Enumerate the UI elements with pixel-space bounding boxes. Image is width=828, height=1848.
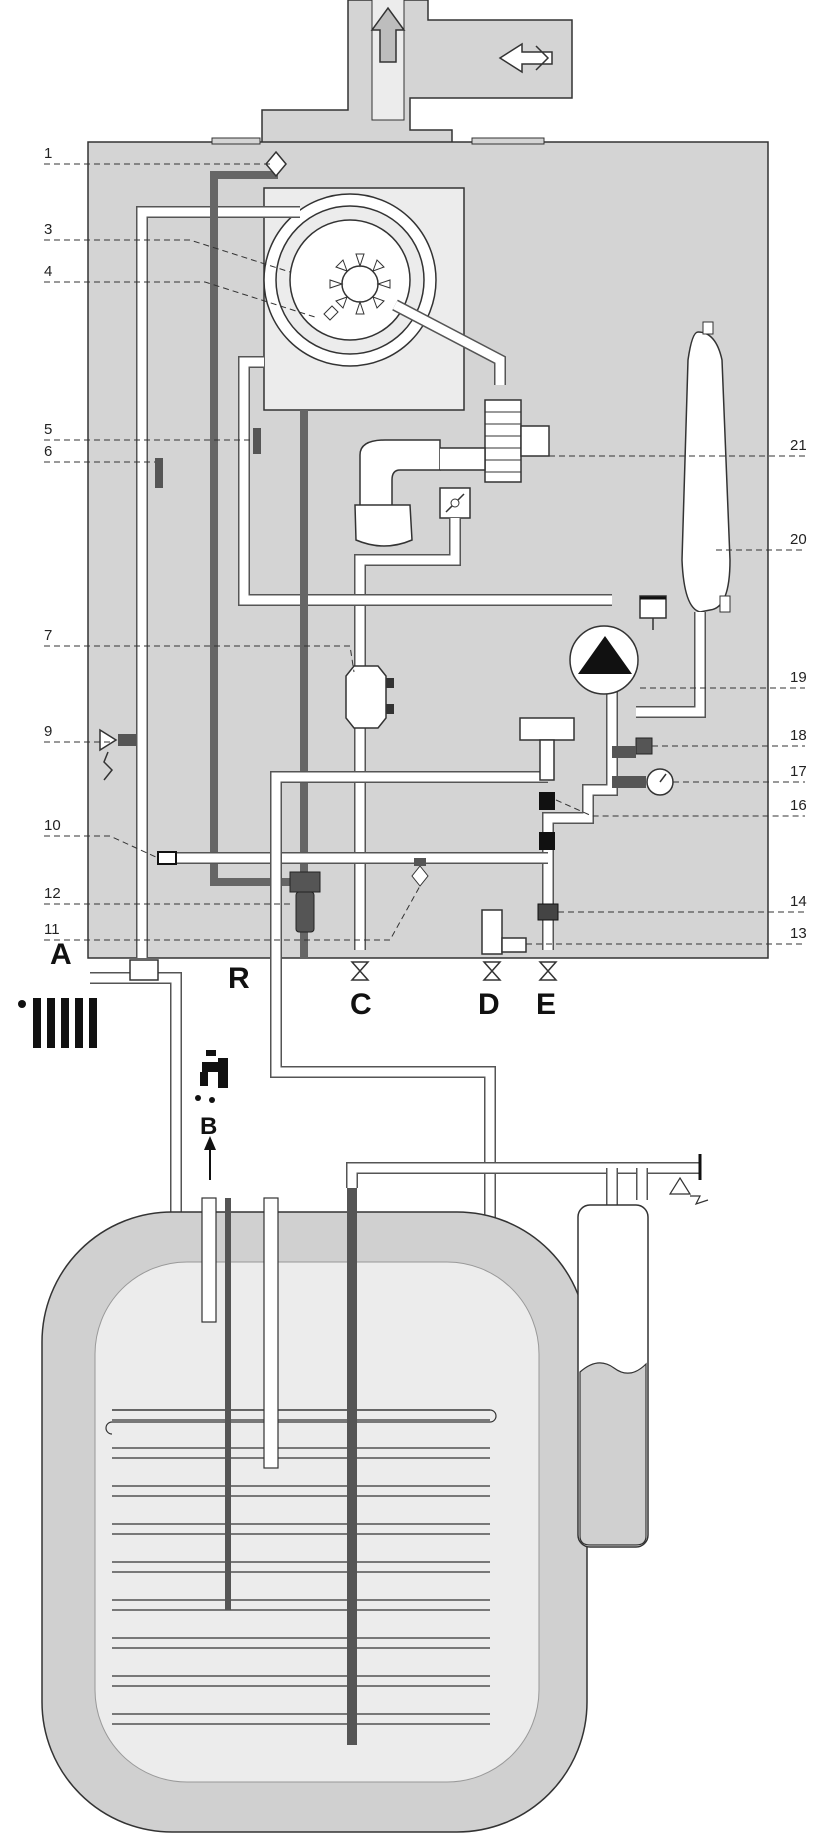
sensor-5	[253, 428, 261, 454]
heating-coil	[105, 1409, 497, 1725]
pressure-gauge-icon	[646, 768, 674, 796]
port-B: B	[200, 1113, 217, 1140]
port-D: D	[478, 988, 500, 1021]
plate-exchanger	[519, 717, 575, 850]
callout-4: 4	[44, 263, 52, 280]
port-R: R	[228, 962, 250, 995]
callout-13: 13	[790, 925, 807, 942]
callout-7: 7	[44, 627, 52, 644]
callout-6: 6	[44, 443, 52, 460]
gas-valve	[354, 399, 550, 547]
port-E: E	[536, 988, 556, 1021]
callout-14: 14	[790, 893, 807, 910]
diverter-valve	[289, 871, 321, 933]
callout-9: 9	[44, 723, 52, 740]
filter	[537, 903, 559, 921]
sensor-6	[155, 458, 163, 488]
callout-1: 1	[44, 145, 52, 162]
dhw-safety-valve	[668, 1176, 709, 1206]
port-A: A	[50, 938, 72, 971]
callout-12: 12	[44, 885, 61, 902]
expansion-vessel	[636, 321, 731, 718]
callout-18: 18	[790, 727, 807, 744]
flow-switch	[345, 665, 394, 729]
callout-11: 11	[44, 921, 60, 938]
callout-19: 19	[790, 669, 807, 686]
dhw-expansion-tank	[577, 1204, 649, 1548]
burner-icon	[323, 253, 391, 321]
intake-arrow-icon	[498, 42, 553, 74]
tap-icon	[195, 1050, 228, 1180]
callout-21: 21	[790, 437, 807, 454]
callout-17: 17	[790, 763, 807, 780]
storage-tank	[41, 1211, 588, 1833]
callout-20: 20	[790, 531, 807, 548]
callout-5: 5	[44, 421, 52, 438]
exhaust-arrow-icon	[370, 6, 406, 63]
callout-3: 3	[44, 221, 52, 238]
radiator-icon	[18, 998, 97, 1048]
leader-lines	[44, 163, 805, 945]
callout-16: 16	[790, 797, 807, 814]
pump-icon	[569, 595, 667, 695]
callout-10: 10	[44, 817, 61, 834]
port-C: C	[350, 988, 372, 1021]
drain-valve	[481, 909, 527, 955]
pressure-switch	[635, 737, 653, 755]
check-valve	[157, 851, 177, 865]
service-valves	[350, 961, 558, 981]
flue-duct	[261, 0, 573, 149]
safety-valve-icon	[99, 728, 136, 781]
air-vent	[265, 150, 287, 178]
